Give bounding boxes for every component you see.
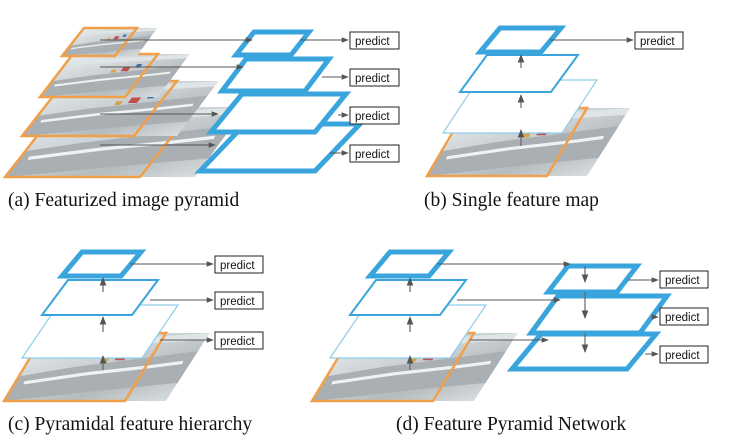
pyramid-image-3: [37, 52, 190, 99]
svg-text:predict: predict: [220, 296, 255, 308]
svg-text:predict: predict: [355, 149, 390, 161]
panel-a: predict predict predict predict (a) Feat…: [2, 26, 400, 211]
svg-text:predict: predict: [355, 111, 390, 123]
feature-map-b-2: [458, 54, 580, 93]
panel-d: predict predict predict (d) Feature Pyra…: [309, 249, 709, 435]
predict-box-d-3: predict: [659, 345, 709, 364]
top-down-map-d-3: [506, 331, 662, 372]
predict-box-a-4: predict: [349, 144, 400, 163]
predict-box-c-2: predict: [214, 291, 264, 310]
feature-map-a-3: [205, 91, 352, 135]
caption-d: (d) Feature Pyramid Network: [396, 414, 626, 435]
predict-box-d-1: predict: [659, 270, 709, 289]
svg-text:predict: predict: [665, 350, 700, 362]
panel-c: predict predict predict (c) Pyramidal fe…: [1, 249, 264, 435]
svg-text:predict: predict: [220, 336, 255, 348]
predict-box-c-3: predict: [214, 331, 264, 350]
svg-text:predict: predict: [220, 260, 255, 272]
svg-text:predict: predict: [355, 36, 390, 48]
bottom-up-map-d-1: [364, 249, 455, 279]
feature-map-c-2: [40, 279, 160, 316]
svg-text:predict: predict: [640, 36, 675, 48]
predict-box-a-1: predict: [349, 31, 400, 50]
predict-box-a-2: predict: [349, 68, 400, 87]
predict-box-d-2: predict: [659, 307, 709, 326]
feature-map-b-1: [474, 25, 567, 55]
svg-text:predict: predict: [665, 312, 700, 324]
pyramid-image-4: [59, 26, 158, 58]
feature-map-a-2: [217, 56, 334, 94]
predict-box-c-1: predict: [214, 255, 264, 274]
caption-a: (a) Featurized image pyramid: [8, 190, 239, 211]
svg-text:predict: predict: [355, 73, 390, 85]
predict-box-a-3: predict: [349, 106, 400, 125]
svg-text:predict: predict: [665, 275, 700, 287]
panel-b: predict (b) Single feature map: [424, 25, 684, 211]
pyramid-image-2: [19, 79, 219, 138]
feature-map-c-1: [56, 249, 147, 279]
feature-map-a-1: [230, 29, 315, 58]
top-down-map-d-2: [526, 293, 672, 336]
predict-box-b: predict: [634, 31, 684, 50]
top-down-map-d-1: [542, 263, 643, 295]
caption-b: (b) Single feature map: [424, 190, 599, 211]
bottom-up-map-d-2: [348, 279, 468, 316]
caption-c: (c) Pyramidal feature hierarchy: [8, 414, 252, 435]
